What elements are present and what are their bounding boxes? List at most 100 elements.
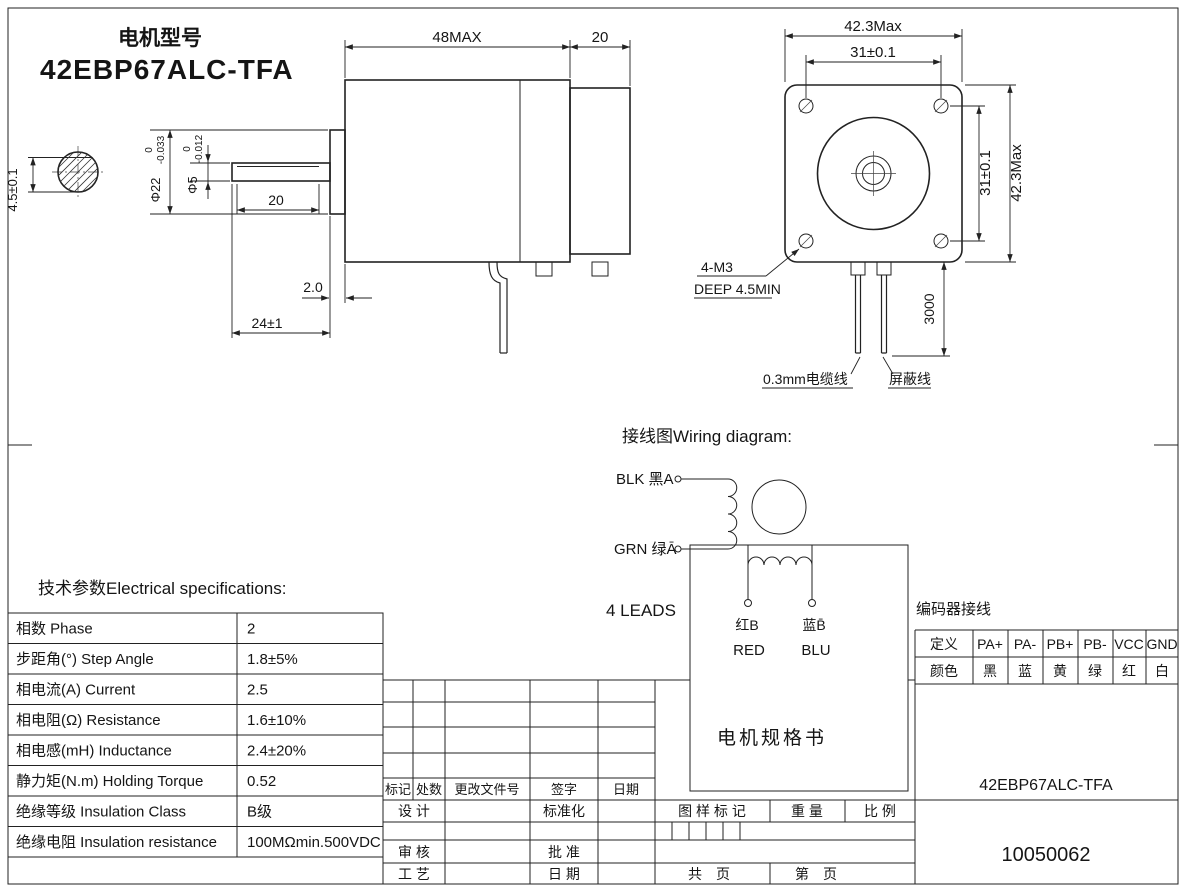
- leads-count-label: 4 LEADS: [606, 601, 676, 620]
- standardization-label: 标准化: [543, 803, 585, 819]
- design-label: 设 计: [398, 803, 430, 819]
- spec-value: 1.8±5%: [247, 651, 298, 668]
- bottom-detail: [535, 261, 553, 277]
- pilot-boss: [329, 129, 346, 215]
- dim-shaft-flat: 4.5±0.1: [5, 168, 20, 211]
- encoder-def: VCC: [1114, 636, 1144, 652]
- overlay-box: [689, 544, 909, 792]
- page-border: [7, 7, 1179, 885]
- lead-a-minus-label: GRN 绿Ā: [614, 541, 677, 558]
- dim-shaft-length: 24±1: [251, 315, 282, 331]
- specs-table: 技术参数Electrical specifications: 相数 Phase …: [7, 579, 384, 858]
- spec-value: 100MΩmin.500VDC: [247, 834, 381, 851]
- dim-hole-pitch-v: 31±0.1: [977, 150, 994, 196]
- motor-symbol: [751, 479, 807, 535]
- dim-pilot-tol-lower: -0.033: [156, 135, 167, 164]
- encoder-color: 颜色: [930, 663, 958, 679]
- weight-label: 重 量: [791, 803, 823, 819]
- bottom-detail: [591, 261, 609, 277]
- cable-exit-block: [876, 261, 892, 276]
- lead-b-minus-cn: 蓝B̄: [802, 617, 825, 633]
- motor-body: [344, 79, 571, 263]
- lead-b-plus-cn: 红B: [735, 617, 758, 633]
- encoder-def: PB-: [1083, 636, 1107, 652]
- spec-label: 相电感(mH) Inductance: [16, 743, 172, 760]
- encoder-def: 定义: [930, 636, 958, 652]
- scale-label: 比 例: [864, 803, 896, 819]
- encoder-def: PB+: [1047, 636, 1074, 652]
- motor-model: 42EBP67ALC-TFA: [40, 54, 294, 85]
- dim-pilot-depth: 2.0: [303, 279, 323, 295]
- encoder-def: GND: [1146, 636, 1177, 652]
- cable-label: 0.3mm电缆线: [763, 371, 848, 387]
- terminal-b-plus: [744, 599, 752, 607]
- section-hatching: [58, 152, 98, 192]
- spec-label: 相电阻(Ω) Resistance: [16, 712, 161, 729]
- dim-pilot-tol-upper: 0: [144, 147, 155, 153]
- rev-col-sign: 签字: [551, 782, 577, 797]
- spec-label: 相数 Phase: [16, 621, 93, 638]
- wiring-title: 接线图Wiring diagram:: [622, 427, 792, 446]
- spec-value: B级: [247, 804, 272, 821]
- rev-col-date: 日期: [613, 782, 639, 797]
- lead-a-plus-label: BLK 黑A: [616, 471, 674, 488]
- terminal-b-minus: [808, 599, 816, 607]
- encoder-color: 绿: [1088, 663, 1102, 679]
- phase-b-coil: [747, 556, 813, 566]
- shaft-section-view: 4.5±0.1: [5, 146, 104, 212]
- terminal-a-plus: [674, 475, 682, 483]
- check-label: 审 核: [398, 844, 430, 860]
- rev-col-mark: 标记: [385, 782, 411, 797]
- wiring-diagram: 接线图Wiring diagram: BLK 黑A GRN 绿Ā 4 LEADS…: [606, 427, 831, 659]
- encoder-color: 红: [1122, 663, 1136, 679]
- doc-name: 电机规格书: [717, 727, 827, 749]
- dim-shaft-tol-lower: -0.012: [194, 134, 205, 163]
- spec-label: 相电流(A) Current: [16, 682, 136, 699]
- mounting-note-line1: 4-M3: [701, 259, 733, 275]
- drawing-header: 电机型号 42EBP67ALC-TFA: [40, 26, 294, 85]
- lead-wires: [854, 275, 888, 354]
- encoder-title: 编码器接线: [916, 601, 991, 618]
- drawing-mark-label: 图 样 标 记: [678, 803, 746, 819]
- dim-height: 42.3Max: [1008, 144, 1025, 202]
- specs-title: 技术参数Electrical specifications:: [38, 579, 286, 598]
- rear-housing: [569, 87, 631, 255]
- spec-value: 1.6±10%: [247, 712, 306, 729]
- motor-model-label: 电机型号: [118, 26, 202, 50]
- spec-doc-box: 电机规格书: [689, 544, 909, 792]
- encoder-color: 黄: [1053, 663, 1067, 679]
- lead-b-minus-en: BLU: [801, 642, 830, 659]
- shaft: [231, 162, 331, 182]
- dim-shaft-tol-upper: 0: [182, 146, 193, 152]
- drawing-number: 10050062: [1002, 844, 1091, 866]
- dim-flat-length: 20: [268, 192, 284, 208]
- shield-label: 屏蔽线: [889, 371, 931, 387]
- encoder-def: PA-: [1014, 636, 1037, 652]
- dim-pilot-diameter: Φ22: [148, 178, 163, 203]
- cable-exit-block: [850, 261, 866, 276]
- spec-label: 绝缘电阻 Insulation resistance: [16, 834, 217, 851]
- dim-hole-pitch-h: 31±0.1: [850, 44, 896, 61]
- rev-col-docno: 更改文件号: [454, 782, 519, 797]
- rev-col-count: 处数: [416, 782, 442, 797]
- mounting-note-line2: DEEP 4.5MIN: [694, 281, 781, 297]
- dim-cable-length: 3000: [921, 293, 937, 324]
- title-block-model: 42EBP67ALC-TFA: [979, 777, 1113, 794]
- spec-label: 绝缘等级 Insulation Class: [16, 803, 186, 821]
- encoder-color: 白: [1155, 663, 1169, 679]
- spec-value: 2.4±20%: [247, 743, 306, 760]
- spec-label: 静力矩(N.m) Holding Torque: [16, 773, 203, 790]
- front-outline: [784, 84, 963, 263]
- flange-circle: [816, 116, 931, 231]
- title-block: 标记 处数 更改文件号 签字 日期 设 计 标准化 审 核 批 准 工 艺 日 …: [382, 630, 1178, 884]
- encoder-table: 编码器接线 定义 PA+ PA- PB+ PB- VCC GND 颜色 黑 蓝 …: [915, 601, 1178, 685]
- dim-shaft-diameter: Φ5: [185, 176, 200, 194]
- spec-value: 0.52: [247, 773, 276, 790]
- spec-label: 步距角(°) Step Angle: [16, 651, 154, 668]
- date-label: 日 期: [548, 866, 580, 882]
- process-label: 工 艺: [398, 866, 430, 882]
- encoder-color: 黑: [983, 663, 997, 679]
- motor-cable: [488, 261, 508, 354]
